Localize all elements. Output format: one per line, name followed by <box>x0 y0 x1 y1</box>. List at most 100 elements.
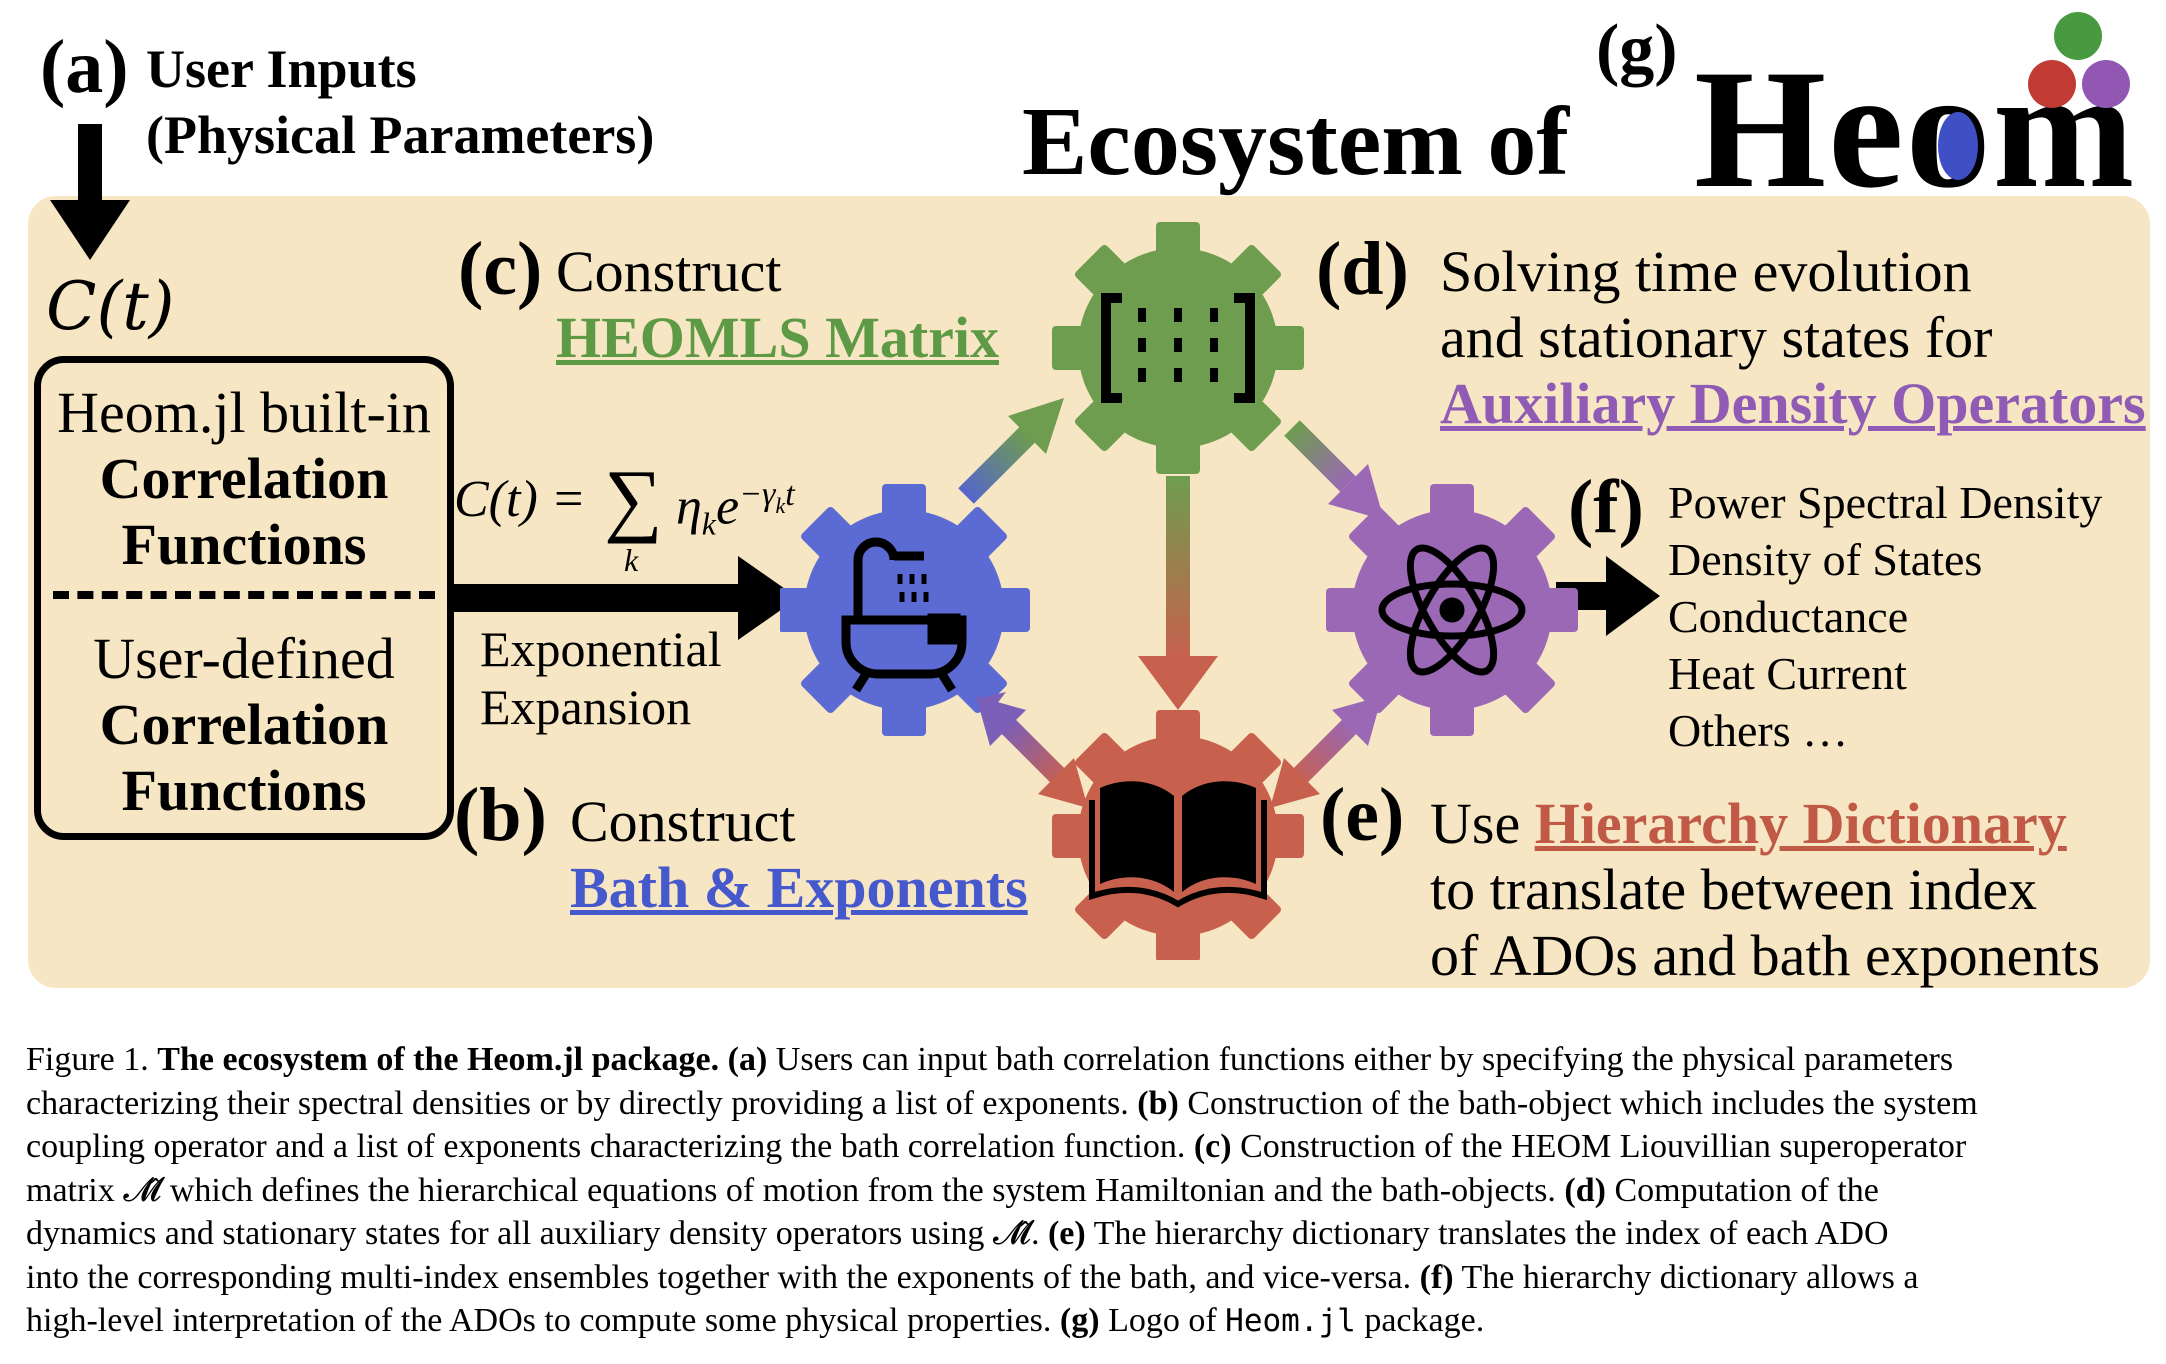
panel-e-line1: Use Hierarchy Dictionary <box>1430 790 2067 857</box>
caption-segment: (g) <box>1059 1302 1100 1339</box>
caption-line: high-level interpretation of the ADOs to… <box>26 1299 2144 1344</box>
exp-gamma: −γ <box>739 476 776 513</box>
equation-term: ηke−γkt <box>676 476 795 543</box>
expansion-line2: Expansion <box>480 679 692 735</box>
user-line2: Correlation <box>99 692 389 757</box>
output-item: Others … <box>1668 705 1849 756</box>
exp-t: t <box>785 476 795 513</box>
caption-segment: 𝓜̂ <box>992 1215 1031 1252</box>
arrow-ado-dictionary <box>1270 696 1382 808</box>
logo-green-dot <box>2054 12 2102 60</box>
bath-exponents-link[interactable]: Bath & Exponents <box>570 855 1028 920</box>
caption-segment: into the corresponding multi-index ensem… <box>26 1258 1420 1296</box>
caption-segment: Heom.jl <box>1225 1303 1356 1339</box>
panel-c-label: (c) <box>458 227 543 311</box>
caption-segment: (a) <box>727 1041 768 1078</box>
caption-segment: The hierarchy dictionary translates the … <box>1085 1215 1889 1252</box>
panel-d-line2: and stationary states for <box>1440 305 1993 370</box>
caption-segment: (f) <box>1419 1258 1454 1296</box>
bathtub-shower-icon <box>841 537 967 693</box>
panel-d-label: (d) <box>1316 227 1409 311</box>
equation-sum-index: k <box>624 542 639 578</box>
logo-red-dot <box>2028 60 2076 108</box>
matrix-bracket-icon <box>1101 293 1255 403</box>
caption-line: matrix 𝓜̂ which defines the hierarchical… <box>26 1169 2144 1213</box>
caption-segment: matrix <box>26 1171 124 1209</box>
arrow-matrix-to-dictionary <box>1138 476 1218 710</box>
equation-lhs: C(t) = <box>454 471 586 528</box>
caption-segment: Construction of the HEOM Liouvillian sup… <box>1231 1128 1967 1165</box>
caption-segment: 𝓜̂ <box>123 1171 162 1209</box>
caption-segment: (d) <box>1564 1171 1606 1209</box>
physical-parameters-title: (Physical Parameters) <box>146 105 655 165</box>
panel-a-label: (a) <box>40 25 129 109</box>
caption-line: characterizing their spectral densities … <box>26 1082 2144 1126</box>
arrow-bath-dictionary <box>976 692 1088 808</box>
caption-line: Figure 1. The ecosystem of the Heom.jl p… <box>26 1038 2144 1082</box>
figure-caption: Figure 1. The ecosystem of the Heom.jl p… <box>26 1038 2144 1344</box>
panel-b-label: (b) <box>454 773 547 857</box>
logo-text: Heom <box>1694 35 2136 196</box>
caption-segment: Users can input bath correlation functio… <box>767 1041 1954 1078</box>
user-line3: Functions <box>121 758 367 823</box>
atom-icon <box>1378 544 1526 676</box>
caption-segment: which defines the hierarchical equations… <box>161 1171 1565 1209</box>
caption-segment: coupling operator and a list of exponent… <box>26 1128 1194 1165</box>
output-item: Conductance <box>1668 591 1909 642</box>
panel-g-label: (g) <box>1596 11 1678 88</box>
builtin-line1: Heom.jl built-in <box>57 380 431 445</box>
caption-segment: Construction of the bath-object which in… <box>1178 1084 1978 1122</box>
arrow-bath-to-matrix <box>958 398 1064 504</box>
correlation-functions-box: Heom.jl built-in Correlation Functions U… <box>34 356 454 840</box>
heom-logo: Heom <box>1694 12 2136 196</box>
panel-d-line1: Solving time evolution <box>1440 239 1972 304</box>
hierarchy-dictionary-link[interactable]: Hierarchy Dictionary <box>1534 791 2067 856</box>
caption-segment: (c) <box>1193 1128 1232 1165</box>
logo-purple-dot <box>2082 60 2130 108</box>
caption-segment: (b) <box>1137 1084 1179 1122</box>
heomls-matrix-link[interactable]: HEOMLS Matrix <box>556 305 1000 370</box>
caption-line: into the corresponding multi-index ensem… <box>26 1256 2144 1300</box>
exp-gamma-sub: k <box>775 492 786 518</box>
output-item: Density of States <box>1668 534 1983 585</box>
caption-segment: The ecosystem of the Heom.jl package. <box>157 1041 720 1078</box>
user-inputs-title: User Inputs <box>146 39 417 99</box>
caption-segment: package. <box>1355 1302 1485 1339</box>
panel-e-line3: of ADOs and bath exponents <box>1430 923 2101 988</box>
panel-e-label: (e) <box>1320 773 1405 857</box>
caption-segment: Computation of the <box>1605 1171 1879 1209</box>
panel-e-pre: Use <box>1430 791 1535 856</box>
output-item: Power Spectral Density <box>1668 477 2103 528</box>
caption-segment: characterizing their spectral densities … <box>26 1084 1138 1122</box>
gears-diagram <box>780 222 1578 960</box>
logo-blue-dot <box>1938 112 1978 180</box>
caption-segment: (e) <box>1047 1215 1086 1252</box>
user-line1: User-defined <box>93 626 395 691</box>
panel-b-text: Construct <box>570 789 796 854</box>
caption-segment: dynamics and stationary states for all a… <box>26 1215 993 1252</box>
equation: C(t) = <box>454 470 586 529</box>
panel-e-line2: to translate between index <box>1430 857 2038 922</box>
divider <box>53 591 435 599</box>
output-item: Heat Current <box>1668 648 1907 699</box>
panel-c-text: Construct <box>556 239 782 304</box>
caption-segment <box>719 1041 728 1078</box>
caption-segment: Figure 1. <box>26 1041 158 1078</box>
right-arrow-icon <box>452 556 798 640</box>
down-arrow-icon <box>50 124 130 260</box>
ct-label: C(t) <box>46 268 175 345</box>
caption-segment: Logo of <box>1099 1302 1226 1339</box>
builtin-line2: Correlation <box>99 446 389 511</box>
caption-line: dynamics and stationary states for all a… <box>26 1212 2144 1256</box>
panel-f-label: (f) <box>1568 465 1644 549</box>
caption-segment: . <box>1030 1215 1048 1252</box>
exp-e: e <box>716 478 740 536</box>
equation-sum: ∑ <box>604 453 663 544</box>
caption-segment: The hierarchy dictionary allows a <box>1453 1258 1919 1296</box>
ecosystem-title: Ecosystem of <box>1022 88 1570 196</box>
caption-line: coupling operator and a list of exponent… <box>26 1125 2144 1169</box>
exponent: −γkt <box>739 476 795 518</box>
auxiliary-density-operators-link[interactable]: Auxiliary Density Operators <box>1440 371 2146 436</box>
eta-sub: k <box>701 505 716 542</box>
builtin-line3: Functions <box>121 512 367 577</box>
